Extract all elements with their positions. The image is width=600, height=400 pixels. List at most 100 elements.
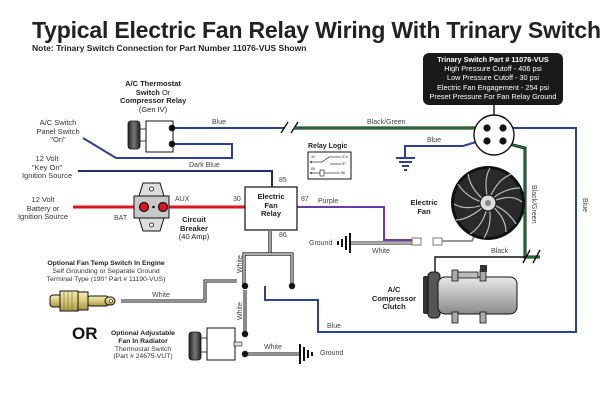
trinary-info-line: Low Pressure Cutoff - 30 psi [447,73,539,83]
label-line: Battery or [26,203,60,213]
label-line: A/C Switch [39,118,77,127]
label-part: Or [159,87,171,97]
relay-pin-86: 86 [279,232,287,239]
wire-label-ground-bottom: Ground [320,350,344,357]
wire-label-blue-ground: Blue [427,137,442,144]
wire-white-temp [121,279,237,303]
label-line: Switch Or [120,87,186,98]
label-line: 12 Volt [31,195,55,204]
relay-pin-85: 85 [279,177,287,184]
relay-logic-pin: 86 [341,171,345,175]
label-line: Compressor Relay [120,96,187,106]
wire-purple [296,206,412,241]
diagram-title: Typical Electric Fan Relay Wiring With T… [32,17,600,43]
engine-temp-switch-label: Optional Fan Temp Switch In Engine Self … [36,260,176,283]
label-line: Compressor [371,293,417,303]
trinary-info-line: High Pressure Cutoff - 406 psi [444,64,542,74]
ac-switch-label: A/C Switch Panel Switch "On" [30,118,86,145]
label-line: 12 Volt [35,154,59,163]
wire-label-black: Black [491,248,509,255]
relay-logic-pin: 87 [342,162,346,166]
wire-black [434,256,526,275]
label-line: Electric [257,192,285,201]
label-line: A/C [387,285,401,294]
trinary-info-header: Trinary Switch Part # 11076-VUS [437,55,549,64]
label-line: Panel Switch [36,126,80,136]
ground-icon-trinary [396,157,415,171]
wire-blue-right [264,127,577,333]
label-line: Relay [260,209,281,219]
radiator-thermostat-switch-icon [188,327,243,361]
label-line: A/C Thermostat [125,79,181,88]
wire-label-blue-bottom: Blue [327,323,342,330]
label-line: Ignition Source [17,212,69,222]
wire-label-black-green-vert: Black/Green [530,185,537,224]
label-line: Breaker [180,223,208,233]
key-on-source-label: 12 Volt "Key On" Ignition Source [16,154,78,181]
wire-label-purple: Purple [318,198,339,205]
compressor-clutch-label: A/C Compressor Clutch [366,285,422,312]
wire-label-blue-vert: Blue [581,198,588,213]
or-label: OR [72,324,98,343]
label-line: Clutch [382,302,406,312]
relay-label: Electric Fan Relay [245,192,297,219]
label-line: Terminal Type (190° Part # 11190-VUS) [46,275,166,283]
wire-white-86 [242,231,272,286]
wire-label-white-v2: White [237,302,244,320]
battery-source-label: 12 Volt Battery or Ignition Source [12,195,74,222]
label-line: Self Grounding or Separate Ground [52,267,160,275]
label-line: Optional Fan Temp Switch In Engine [47,260,165,267]
wire-label-ground-mid: Ground [309,240,333,247]
engine-temp-switch-icon [49,290,116,312]
wire-dark-blue [78,170,273,187]
wire-label-white-temp: White [152,292,170,299]
circuit-breaker-label: Circuit Breaker (40 Amp) [172,215,216,242]
ac-thermostat-label: A/C Thermostat Switch Or Compressor Rela… [120,79,187,115]
circuit-breaker [133,182,170,232]
wire-blue-ground [404,138,487,157]
trinary-info-line: Electric Fan Engagement - 254 psi [437,82,549,92]
relay-logic-title: Relay Logic [308,143,348,150]
electric-fan-icon [451,166,525,240]
label-part: Switch [135,87,160,97]
wire-label-blue-top: Blue [212,119,227,126]
relay-logic-pin: 85 [311,167,315,171]
ground-icon-bottom [299,344,313,364]
wire-label-dark-blue: Dark Blue [189,162,220,169]
electric-fan-relay [244,186,298,231]
ac-compressor-icon [423,265,518,324]
relay-logic-pin: 30 [311,155,315,159]
breaker-aux-label: AUX [175,196,190,203]
relay-pin-87: 87 [301,196,309,203]
label-line: Electric [410,198,438,207]
label-line: Fan [264,200,278,210]
relay-logic-diagram [307,151,352,180]
label-line: Ignition Source [21,171,73,181]
label-line: Fan [417,206,431,216]
label-line: Optional Adjustable [111,330,175,337]
label-line: "On" [50,135,66,145]
relay-logic-pin: 87a [342,155,348,159]
diagram-note: Note: Trinary Switch Connection for Part… [32,43,307,53]
wire-label-black-green-top: Black/Green [367,119,406,126]
wire-label-white-v1: White [237,255,244,273]
label-line: Circuit [182,215,206,224]
wire-label-white-bottom: White [264,344,282,351]
ground-icon-mid [337,233,351,253]
radiator-switch-label: Optional Adjustable Fan In Radiator Ther… [110,330,176,361]
trinary-info-box: Trinary Switch Part # 11076-VUS High Pre… [423,53,563,105]
label-line: (Part # 24675-VUT) [113,353,173,361]
relay-pin-30: 30 [233,196,241,203]
ac-thermostat-switch [127,120,176,153]
label-line: "Key On" [31,162,63,172]
trinary-switch-connector [473,114,515,156]
wire-label-white-mid: White [372,248,390,255]
breaker-bat-label: BAT [114,215,128,222]
label-line: Thermostat Switch [114,345,172,353]
electric-fan-label: Electric Fan [404,198,444,216]
wire-ac-switch [82,137,233,159]
label-line: (40 Amp) [178,232,210,242]
label-line: (Gen IV) [138,104,168,114]
trinary-info-line: Preset Pressure For Fan Relay Ground [429,91,557,101]
